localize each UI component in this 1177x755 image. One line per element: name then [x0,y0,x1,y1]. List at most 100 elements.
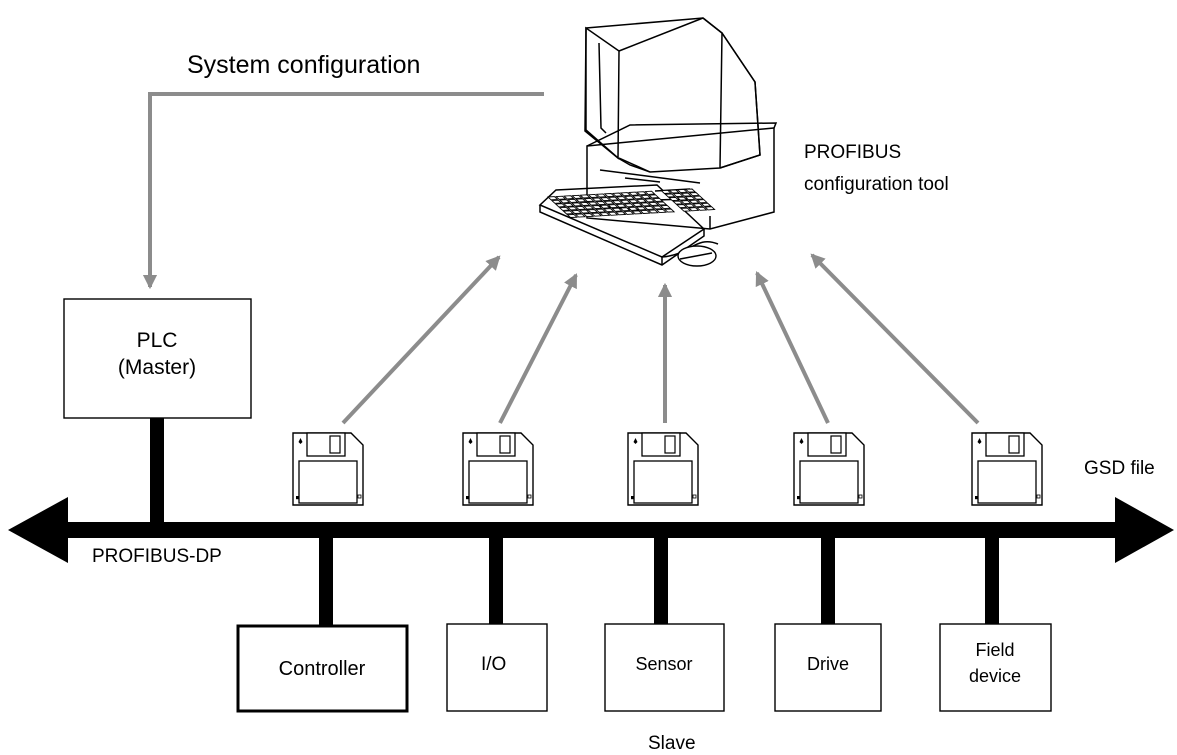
keyboard-key [606,211,619,216]
keyboard-key [554,203,567,208]
bus-label: PROFIBUS-DP [92,546,222,567]
keyboard-key [590,212,603,217]
keyboard-key [582,205,595,210]
keyboard-key [562,210,575,215]
keyboard-key [558,206,571,211]
keyboard-key [583,197,595,202]
slave-box-field-device [939,623,1052,712]
keyboard-key [555,195,567,200]
keyboard-key [675,204,688,209]
master-label-line1: PLC [137,329,178,352]
keyboard-key [639,202,652,207]
keyboard-key [635,206,647,211]
keyboard-key [550,199,563,204]
keyboard-key [647,201,660,206]
keyboard-key [700,202,712,207]
keyboard-key [582,213,595,218]
configuration-line [142,92,544,290]
desktop-computer-icon [538,17,778,267]
keyboard-key [586,209,599,214]
keyboard-key [566,206,579,211]
keyboard-key [623,203,635,208]
master-label-line2: (Master) [118,356,196,379]
keyboard-key [676,188,689,194]
slave-drop-line [654,537,668,625]
slave-sensor-label: Sensor [635,654,692,674]
slave-box-drive [774,623,882,712]
keyboard-key [668,196,680,202]
keyboard-key [643,205,656,210]
slave-field-device-label-line1: Field [975,640,1014,660]
keyboard-key [668,189,680,194]
tool-label-line1: PROFIBUS [804,142,901,163]
slave-drive-label: Drive [807,654,849,674]
gsd-file-label: GSD file [1084,458,1155,479]
slave-controller-label: Controller [279,658,366,680]
keyboard-key [595,201,607,206]
floppy-disk-icon [627,432,699,506]
slave-drop-line [821,537,835,625]
slaves-caption: Slave [648,733,696,754]
keyboard-key [570,209,583,214]
keyboard-key [664,193,676,198]
slave-drop-line [985,537,999,625]
keyboard-key [574,205,587,210]
keyboard-key [639,209,651,214]
keyboard-key [684,188,697,193]
slave-drop-line [489,537,503,625]
keyboard-key [644,190,656,195]
keyboard-key [627,191,640,196]
keyboard-key [607,204,619,209]
diagram-title: System configuration [187,51,420,79]
slave-box-controller [236,624,409,713]
keyboard-key [648,194,660,199]
keyboard-key [647,209,659,214]
keyboard-key [692,195,704,200]
keyboard-key [587,201,599,206]
keyboard-key [676,196,688,201]
gsd-arrow-controller [341,255,501,425]
slave-field-device-label-line2: device [969,666,1021,686]
keyboard-key [655,201,668,206]
slave-io-label: I/O [481,654,506,675]
keyboard-key [611,192,624,197]
keyboard-key [679,207,692,212]
keyboard-key [598,212,611,217]
keyboard-key [575,198,587,203]
slave-box-io [446,623,548,712]
keyboard-key [578,209,591,214]
keyboard-key [687,207,700,212]
keyboard-key [567,198,579,203]
keyboard-key [566,213,578,218]
floppy-disk-icon [462,432,534,506]
keyboard-key [672,200,684,205]
keyboard-key [562,202,575,207]
profibus-dp-bus [8,497,1174,563]
keyboard-key [688,199,700,204]
keyboard-key [696,199,708,204]
keyboard-key [587,193,599,198]
keyboard-key [603,200,615,205]
keyboard-key [599,197,611,202]
keyboard-key [579,194,591,199]
keyboard-key [636,191,648,196]
keyboard-key [643,198,656,203]
gsd-arrow-drive [755,271,830,424]
keyboard-key [680,200,692,205]
keyboard-key [635,198,648,203]
keyboard-key [615,203,627,208]
keyboard-key [651,205,664,210]
keyboard-key [599,204,611,209]
keyboard-key [660,189,672,194]
keyboard-key [591,197,603,202]
gsd-arrow-io [498,273,578,424]
keyboard-key [563,195,575,200]
floppy-disk-icon [971,432,1043,506]
keyboard-key [623,195,636,200]
gsd-upload-arrows [341,253,980,425]
keyboard-key [627,206,639,211]
tool-label-line2: configuration tool [804,174,949,195]
keyboard-key [546,196,559,201]
keyboard-key [603,208,615,213]
